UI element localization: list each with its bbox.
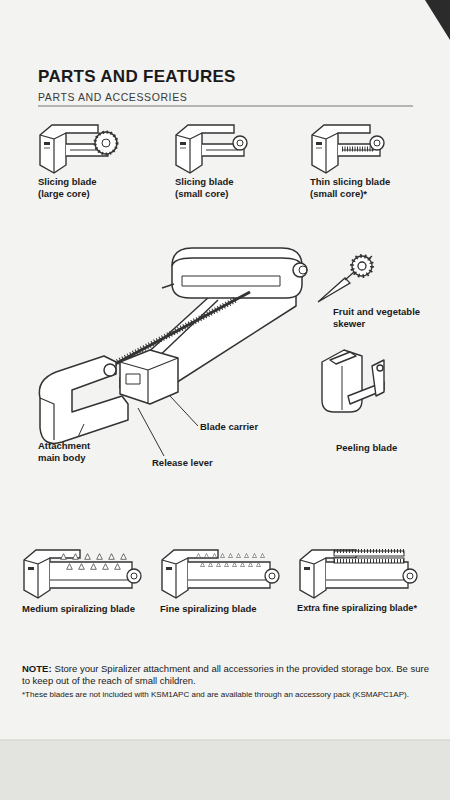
part-label: Thin slicing blade (small core)* xyxy=(310,176,410,200)
note-text: Store your Spiralizer attachment and all… xyxy=(22,663,429,686)
footnote: *These blades are not included with KSM1… xyxy=(22,690,432,700)
part-label: Fine spiralizing blade xyxy=(160,603,295,615)
part-label: Extra fine spiralizing blade* xyxy=(297,603,447,615)
note-heading: NOTE: xyxy=(22,663,52,674)
note-block: NOTE:Store your Spiralizer attachment an… xyxy=(22,663,432,688)
part-label: Blade carrier xyxy=(200,421,290,433)
part-label: Peeling blade xyxy=(336,442,426,454)
part-label: Attachment main body xyxy=(38,440,104,464)
section-heading: PARTS AND ACCESSORIES xyxy=(38,91,338,104)
part-label: Release lever xyxy=(152,457,242,469)
part-label: Medium spiralizing blade xyxy=(22,603,162,615)
part-label: Slicing blade (small core) xyxy=(175,176,253,200)
part-label: Slicing blade (large core) xyxy=(38,176,116,200)
part-label: Fruit and vegetable skewer xyxy=(333,306,433,330)
page-title: PARTS AND FEATURES xyxy=(38,66,236,87)
